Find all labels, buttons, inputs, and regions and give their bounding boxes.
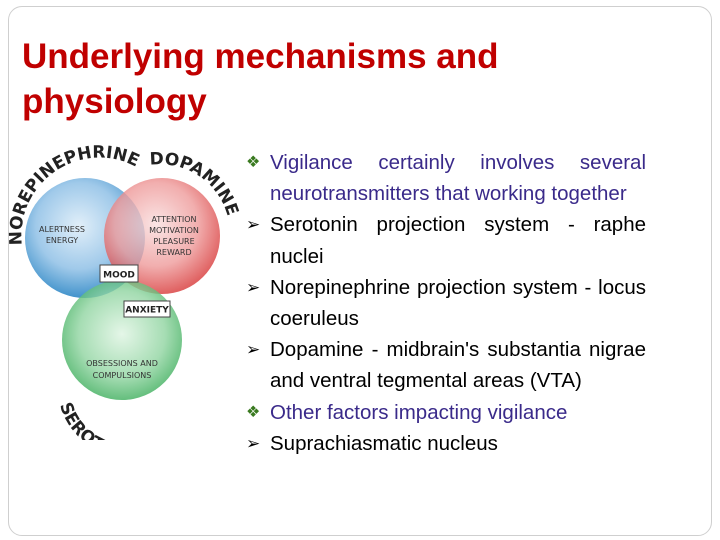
motivation-label: MOTIVATION — [149, 226, 199, 235]
energy-label: ENERGY — [46, 236, 78, 245]
reward-label: REWARD — [156, 248, 191, 257]
mood-box — [99, 264, 139, 283]
arrow-bullet-icon: ➢ — [246, 277, 261, 297]
bullet-text: Serotonin projection system - raphe nucl… — [270, 213, 646, 268]
serotonin-circle — [62, 280, 182, 400]
bullet-item: ❖ Other factors impacting vigilance — [244, 397, 646, 428]
obsessions-label: OBSESSIONS AND — [86, 359, 158, 368]
arrow-bullet-icon: ➢ — [246, 215, 261, 235]
anxiety-label: ANXIETY — [125, 306, 169, 316]
bullet-item: ➢ Suprachiasmatic nucleus — [244, 428, 646, 459]
diamond-bullet-icon: ❖ — [246, 154, 261, 171]
bullet-item: ➢ Dopamine - midbrain's substantia nigrae… — [244, 334, 646, 396]
attention-label: ATTENTION — [151, 215, 196, 224]
bullet-text: Suprachiasmatic nucleus — [270, 431, 498, 455]
slide-title: Underlying mechanisms and physiology — [22, 37, 499, 121]
compulsions-label: COMPULSIONS — [93, 371, 152, 380]
mood-label: MOOD — [103, 271, 135, 281]
slide-frame — [8, 6, 712, 536]
bullet-text: Dopamine - midbrain's substantia nigrae … — [270, 338, 646, 393]
anxiety-box — [123, 300, 171, 318]
diamond-bullet-icon: ❖ — [246, 403, 261, 421]
bullet-item: ➢ Serotonin projection system - raphe nuc… — [244, 209, 646, 271]
bullet-item: ❖ Vigilance certainly involves several ne… — [244, 147, 646, 209]
pleasure-label: PLEASURE — [153, 237, 194, 246]
neurotransmitter-venn-diagram: NOREPINEPHRINE DOPAMINE SEROTONIN ALERTN… — [6, 143, 242, 440]
bullet-list: ❖ Vigilance certainly involves several ne… — [244, 147, 646, 459]
bullet-text: Other factors impacting vigilance — [270, 400, 568, 424]
arrow-bullet-icon: ➢ — [246, 433, 261, 453]
bullet-item: ➢ Norepinephrine projection system - locu… — [244, 272, 646, 334]
bullet-text: Vigilance certainly involves several neu… — [270, 151, 646, 206]
svg-text:SEROTONIN: SEROTONIN — [55, 400, 149, 440]
serotonin-label: SEROTONIN — [55, 400, 149, 440]
arrow-bullet-icon: ➢ — [246, 340, 261, 360]
bullet-text: Norepinephrine projection system - locus… — [270, 275, 646, 331]
alertness-label: ALERTNESS — [39, 225, 85, 234]
